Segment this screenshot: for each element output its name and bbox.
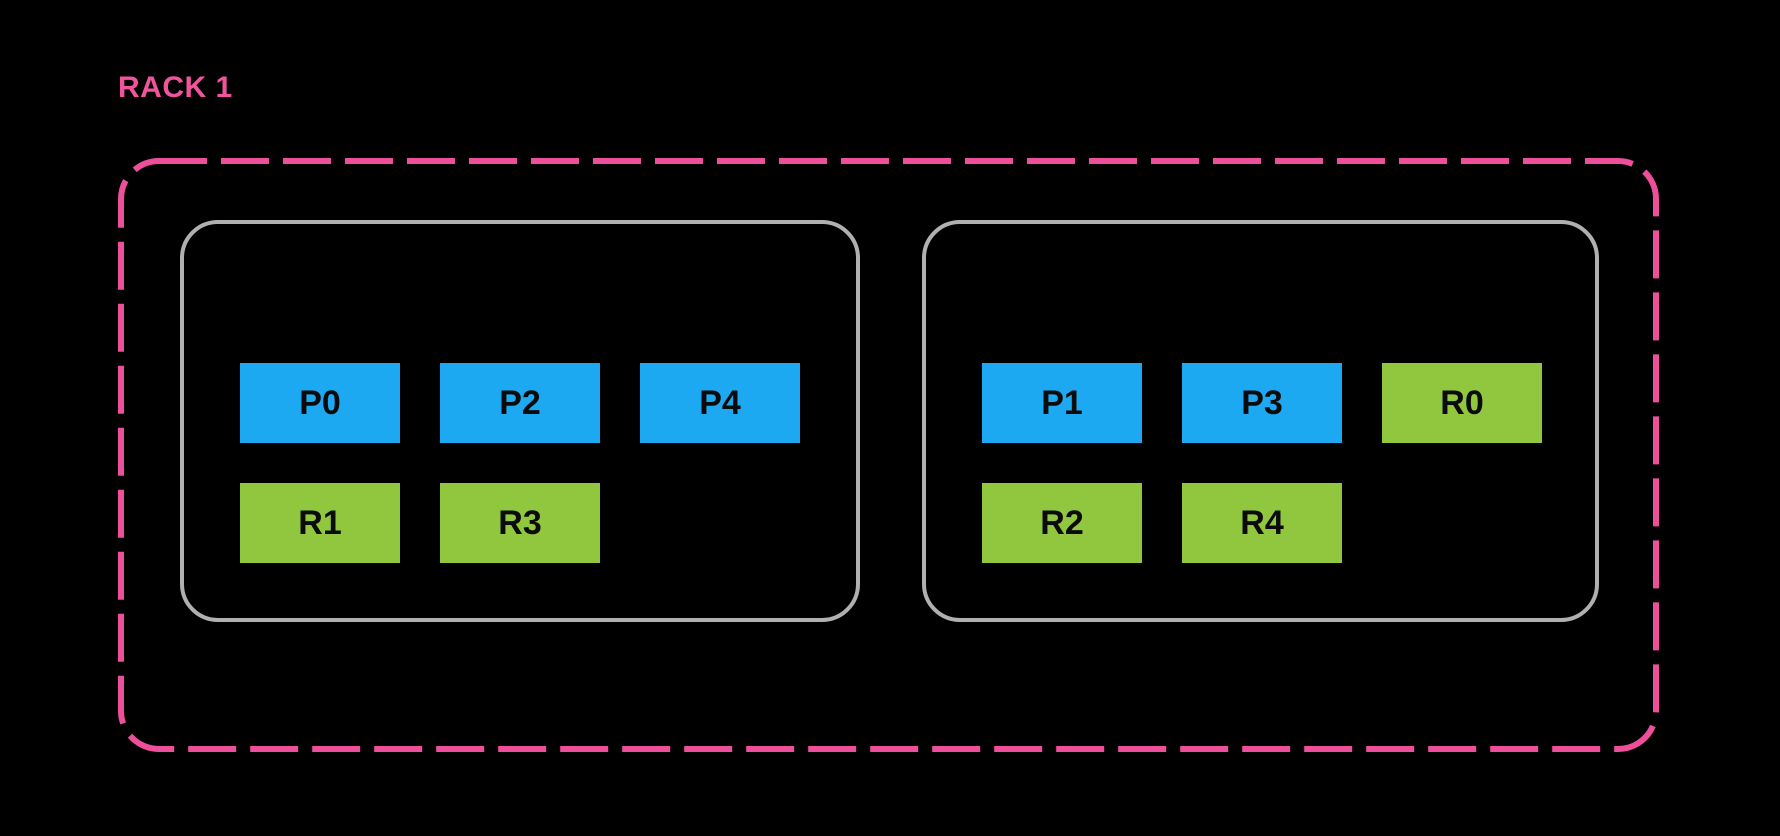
- node-2: P1 P3 R0 R2 R4: [922, 220, 1599, 622]
- shard-box-r1: R1: [240, 483, 400, 563]
- shard-box-p2: P2: [440, 363, 600, 443]
- shard-box-r3: R3: [440, 483, 600, 563]
- node-1: P0 P2 P4 R1 R3: [180, 220, 860, 622]
- rack-title: RACK 1: [118, 71, 233, 104]
- shard-box-p4: P4: [640, 363, 800, 443]
- shard-box-r4: R4: [1182, 483, 1342, 563]
- shard-box-p3: P3: [1182, 363, 1342, 443]
- shard-box-r2: R2: [982, 483, 1142, 563]
- shard-box-p0: P0: [240, 363, 400, 443]
- shard-box-p1: P1: [982, 363, 1142, 443]
- shard-box-r0: R0: [1382, 363, 1542, 443]
